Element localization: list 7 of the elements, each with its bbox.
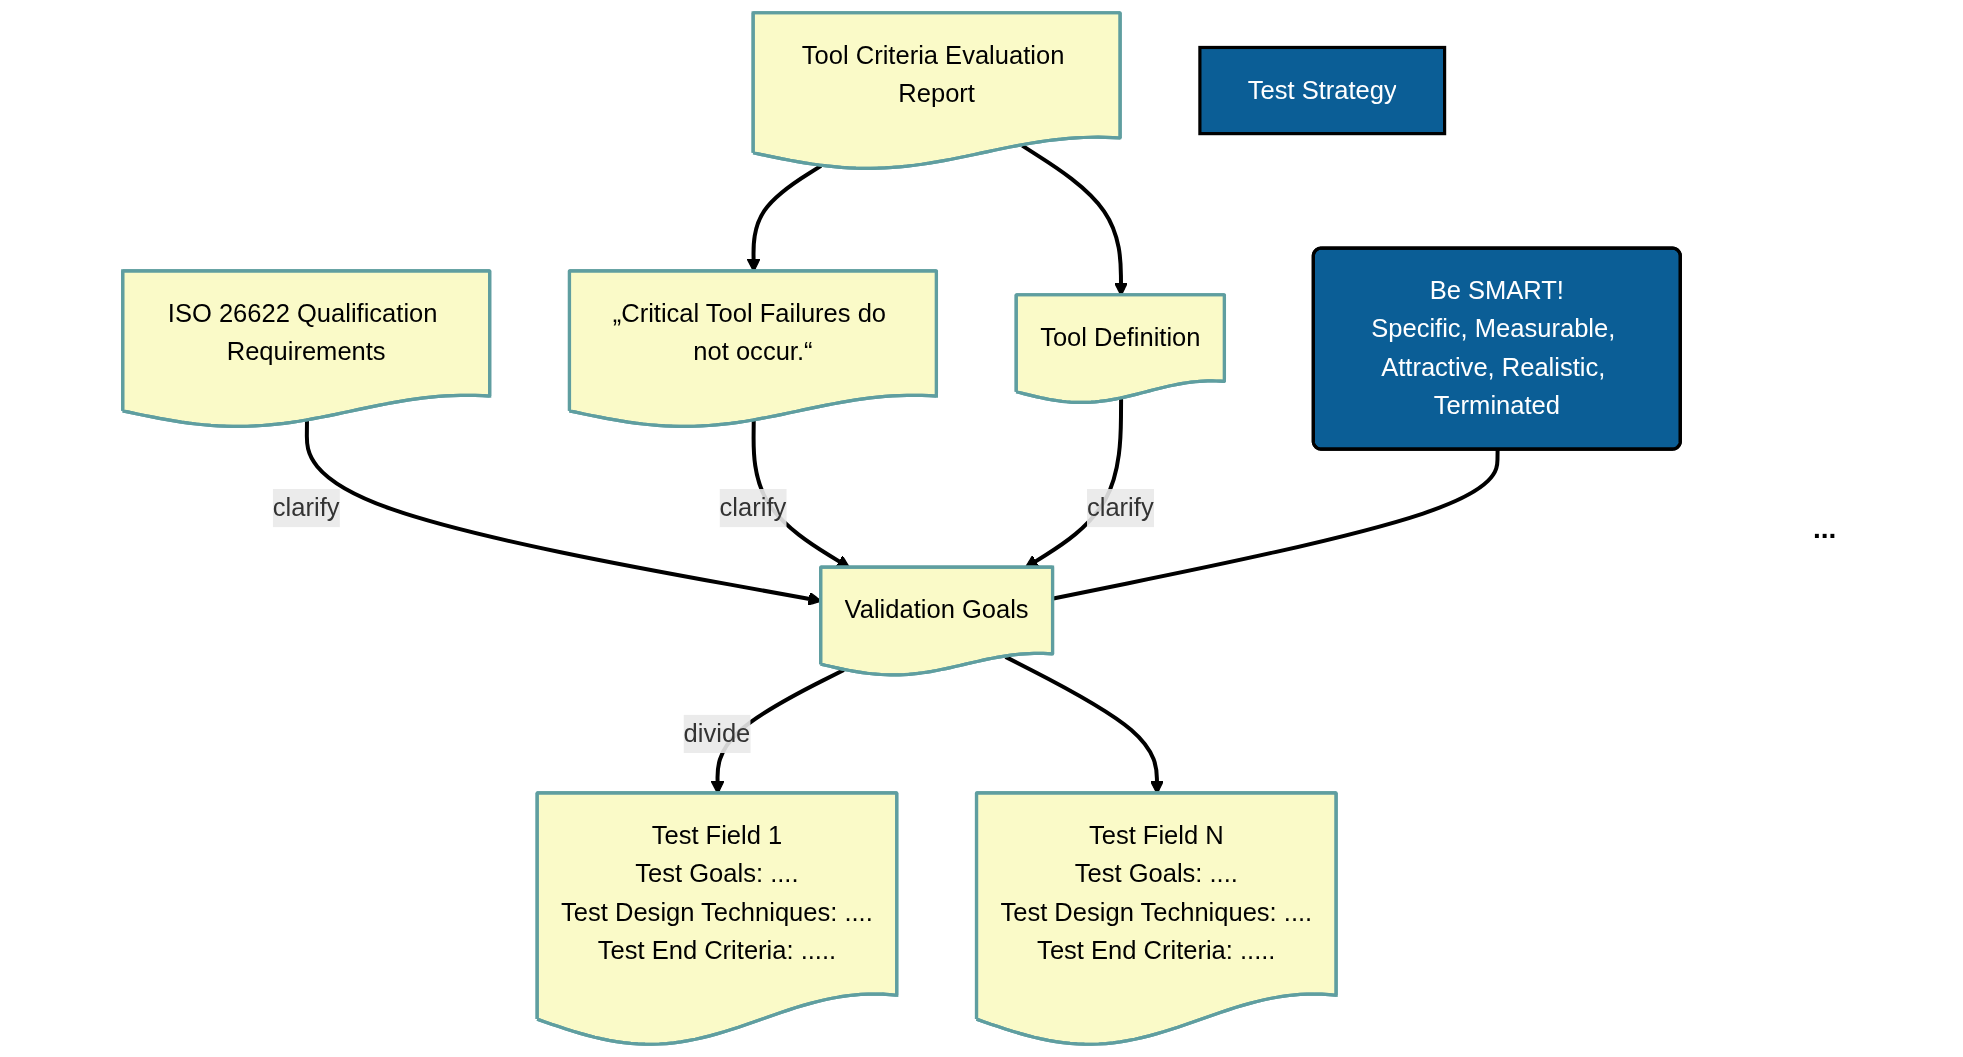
edge-label: clarify [719, 493, 787, 521]
edge-label: clarify [272, 493, 340, 521]
node-box: Test Strategy [1198, 45, 1447, 136]
note-text: ... [1813, 512, 1838, 545]
edge-label: clarify [1086, 493, 1154, 521]
edge-label: divide [683, 719, 751, 747]
connector [1052, 449, 1500, 601]
